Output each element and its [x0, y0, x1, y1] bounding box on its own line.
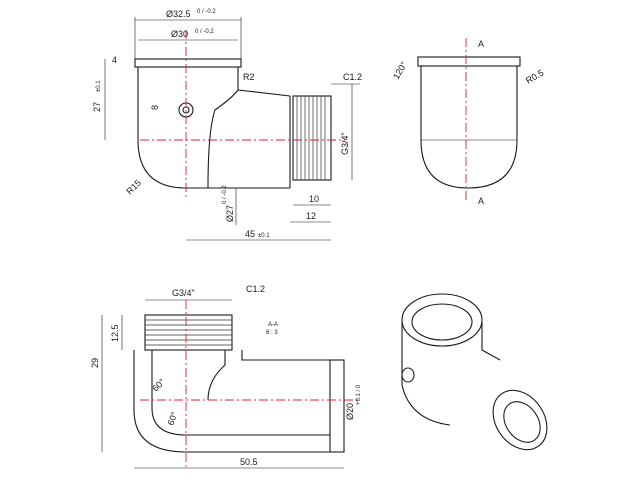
dim-thread-len2: 12	[306, 211, 316, 221]
side-view: A A 120° R0.5	[391, 38, 545, 206]
front-thread-block	[292, 95, 332, 181]
dim-inner-dia: Ø30	[171, 29, 188, 39]
dim-bore-dia: Ø27	[225, 205, 235, 222]
section-thread-lines	[145, 319, 232, 346]
dim-length-tol: ±0.1	[258, 233, 270, 239]
section-dim-angle: 60°	[150, 376, 167, 393]
dim-chamfer: C1.2	[343, 72, 362, 82]
iso-body-right	[481, 322, 501, 361]
dim-height-tol: ±0.1	[96, 80, 102, 92]
iso-pin-hole	[401, 367, 415, 383]
section-dim-outlet-dia: Ø20	[345, 403, 355, 420]
front-flange	[134, 58, 242, 68]
dim-height: 27	[92, 102, 102, 112]
iso-top-ring	[401, 293, 483, 347]
section-inner-bottom	[151, 350, 330, 436]
dim-outer-tol: 0 / -0.2	[197, 9, 216, 15]
section-dim-thread: G3/4"	[172, 288, 195, 298]
iso-outlet-bore	[503, 401, 541, 443]
section-outlet-thread	[329, 359, 345, 453]
front-body-outline	[137, 67, 290, 189]
section-dim-angle2: 60°	[165, 410, 179, 427]
side-flange	[417, 56, 521, 67]
section-label-top: A-A	[268, 322, 278, 328]
section-view: G3/4" C1.2 29 12.5 A-A 6 : 3 60° 60° Ø20…	[90, 284, 362, 470]
isometric-view	[401, 293, 548, 451]
dim-outer-dia: Ø32.5	[166, 9, 191, 19]
dim-length: 45	[245, 229, 255, 239]
iso-outlet-ring	[492, 389, 548, 451]
section-dim-length: 50.5	[240, 457, 258, 467]
section-thread-block	[144, 314, 233, 351]
section-outer-bottom	[133, 350, 330, 453]
front-pipe-top	[237, 89, 291, 97]
section-dim-thread-h: 12.5	[110, 324, 120, 342]
section-label-bottom: 6 : 3	[266, 330, 278, 336]
iso-body-left	[401, 322, 451, 426]
side-dim-radius: R0.5	[524, 68, 545, 86]
side-dim-angle: 120°	[391, 60, 409, 81]
dim-slot: 8	[150, 105, 160, 110]
side-section-a-bottom: A	[478, 196, 484, 206]
dim-radius-top: R2	[243, 72, 255, 82]
front-view: Ø32.5 0 / -0.2 Ø30 0 / -0.2 4 27 ±0.1 8 …	[92, 9, 362, 241]
side-body	[420, 66, 518, 189]
front-bend-outline	[207, 67, 239, 189]
front-thread-lines	[296, 96, 326, 180]
dim-flange: 4	[112, 55, 117, 65]
dim-thread: G3/4"	[340, 132, 350, 155]
dim-bore-tol: 0 / -0.2	[222, 185, 228, 204]
dim-thread-len: 10	[309, 194, 319, 204]
iso-top-bore	[411, 303, 473, 341]
side-section-a-top: A	[478, 39, 484, 49]
section-inner-bend	[207, 350, 226, 401]
dim-inner-tol: 0 / -0.2	[195, 29, 214, 35]
section-outer-top	[241, 350, 330, 361]
dim-radius-bottom: R15	[124, 178, 143, 197]
section-dim-chamfer: C1.2	[246, 284, 265, 294]
section-dim-total-h: 29	[90, 358, 100, 368]
section-dim-outlet-tol: +0.1 / 0	[356, 384, 362, 405]
